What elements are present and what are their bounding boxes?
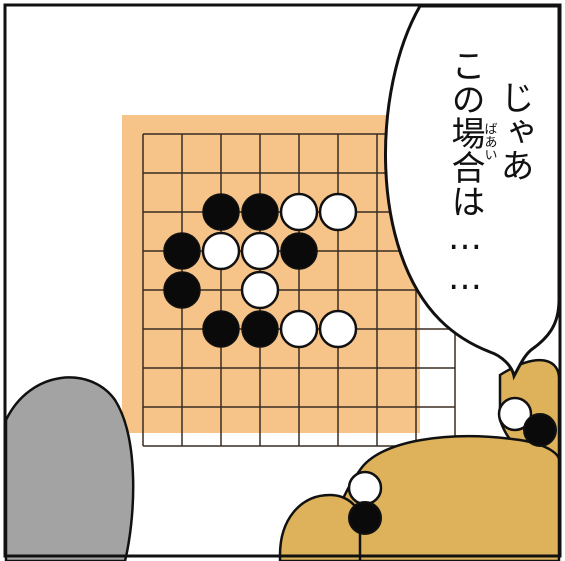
hair-tie-white-ball-icon xyxy=(347,470,383,506)
white-stone xyxy=(240,231,280,271)
white-stone xyxy=(240,270,280,310)
go-board xyxy=(122,115,456,447)
hair-tie-white-ball-icon xyxy=(497,396,533,432)
black-stone xyxy=(241,193,279,231)
panel-border xyxy=(3,3,562,558)
speech-line-2: この場合は…… xyxy=(445,48,485,298)
black-stone xyxy=(163,232,201,270)
black-stone xyxy=(202,193,240,231)
hair-tie-black-ball-icon xyxy=(348,501,382,535)
white-stone xyxy=(201,231,241,271)
black-stone xyxy=(202,310,240,348)
board-wood xyxy=(122,115,420,433)
hair-tie-black-ball-icon xyxy=(523,413,557,447)
stones-layer xyxy=(163,192,358,349)
black-stone xyxy=(163,271,201,309)
white-stone xyxy=(318,309,358,349)
black-stone xyxy=(241,310,279,348)
speech-ruby: ばあい xyxy=(482,122,497,161)
white-stone xyxy=(279,192,319,232)
speech-bubble xyxy=(384,4,561,381)
pigtail-girl-head-icon xyxy=(278,358,561,561)
gray-character-silhouette-icon xyxy=(4,376,135,561)
white-stone xyxy=(318,192,358,232)
black-stone xyxy=(280,232,318,270)
white-stone xyxy=(279,309,319,349)
speech-line-1: じゃあ xyxy=(494,80,534,182)
